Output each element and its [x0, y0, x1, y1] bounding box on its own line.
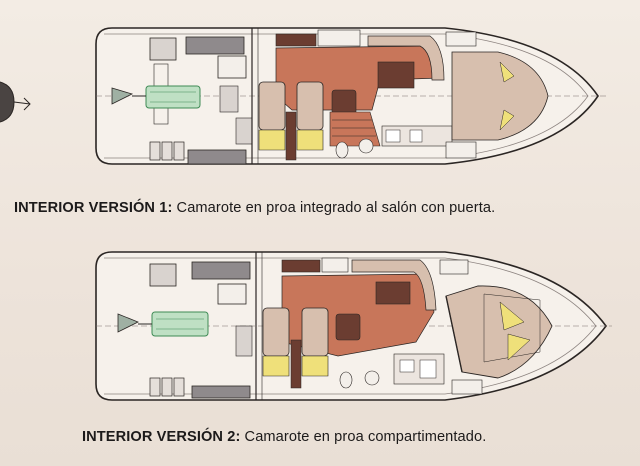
- copilot-seat: [285, 81, 324, 161]
- engine-icon: [111, 85, 201, 109]
- forward-cabin: [445, 31, 549, 159]
- caption-version-2-text: Camarote en proa compartimentado.: [240, 429, 487, 445]
- cockpit-area: [149, 36, 253, 165]
- engine-icon: [117, 311, 209, 337]
- forward-cabin: [439, 259, 553, 395]
- helm-seat: [258, 81, 286, 151]
- caption-version-1-text: Camarote en proa integrado al salón con …: [172, 200, 496, 216]
- deck-plan-version-2: [95, 251, 612, 401]
- caption-version-1: INTERIOR VERSIÓN 1: Camarote en proa int…: [14, 200, 495, 216]
- cockpit-area: [149, 261, 253, 399]
- dinghy-icon: [0, 81, 31, 123]
- caption-version-2: INTERIOR VERSIÓN 2: Camarote en proa com…: [82, 429, 486, 445]
- copilot-seat: [290, 307, 329, 389]
- caption-version-2-title: INTERIOR VERSIÓN 2:: [82, 429, 241, 445]
- caption-version-1-title: INTERIOR VERSIÓN 1:: [14, 200, 173, 216]
- deck-plan-version-1: [0, 27, 606, 165]
- stairs: [329, 111, 381, 147]
- helm-seat: [262, 307, 290, 377]
